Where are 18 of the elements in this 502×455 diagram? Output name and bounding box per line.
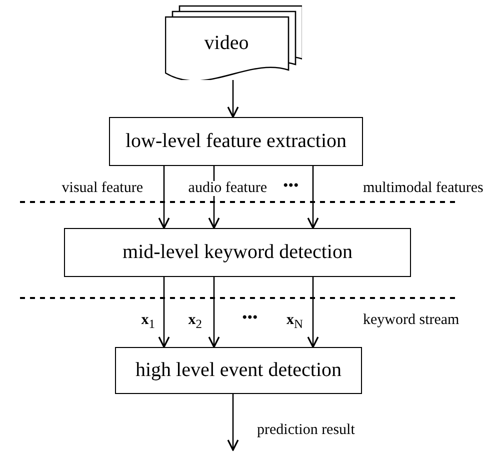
group-label: keyword stream [363, 313, 460, 328]
arrow [227, 80, 239, 118]
node-label: mid-level keyword detection [122, 241, 352, 264]
node-label: low-level feature extraction [126, 130, 346, 153]
process-box [64, 228, 411, 277]
node-label: video [203, 32, 250, 55]
node-label: high level event detection [135, 359, 342, 382]
arrow [208, 277, 220, 348]
edge-label: prediction result [257, 423, 355, 438]
process-box [109, 117, 363, 166]
arrow [307, 277, 319, 348]
arrow [158, 166, 170, 229]
arrow [227, 394, 239, 451]
edge-label: audio feature [188, 181, 267, 196]
arrow [158, 277, 170, 348]
process-box [115, 347, 362, 394]
document-stack-shape [165, 3, 302, 80]
arrow [307, 166, 319, 229]
